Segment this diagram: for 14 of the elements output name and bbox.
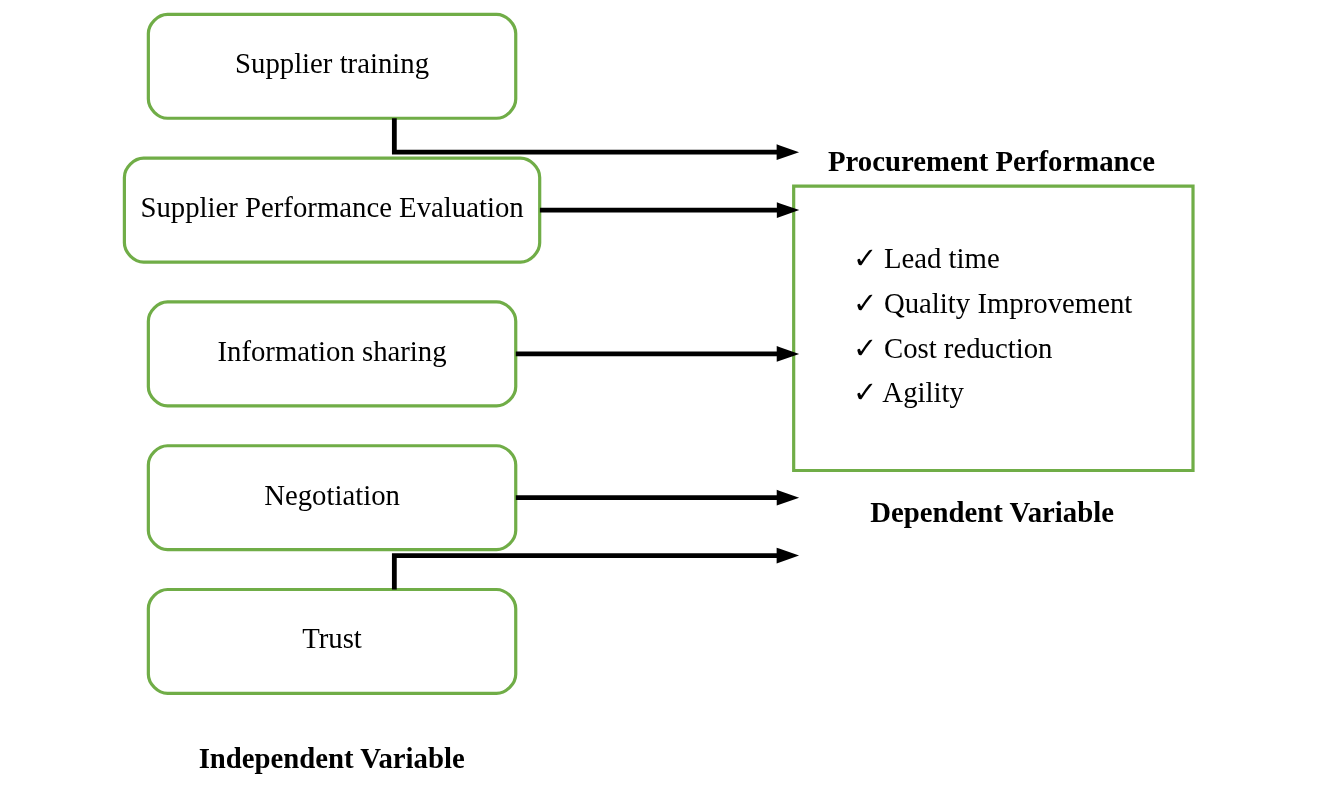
arrow — [515, 346, 800, 362]
node-box: Supplier Performance Evaluation — [122, 156, 542, 264]
node-box: ✓ Lead time ✓ Quality Improvement ✓ Cost reduction ✓ Agility — [792, 184, 1195, 473]
node-box: Negotiation — [146, 444, 518, 552]
node-box: Trust — [146, 587, 518, 695]
arrow — [515, 489, 800, 506]
arrow — [391, 547, 800, 590]
arrow — [391, 118, 800, 161]
node-label: Dependent Variable — [870, 496, 1114, 529]
node-label: Procurement Performance — [828, 144, 1156, 177]
label: Independent Variable — [198, 742, 465, 775]
arrow — [539, 202, 800, 218]
node-box: Supplier training — [146, 12, 518, 120]
node-box: Information sharing — [146, 300, 518, 408]
